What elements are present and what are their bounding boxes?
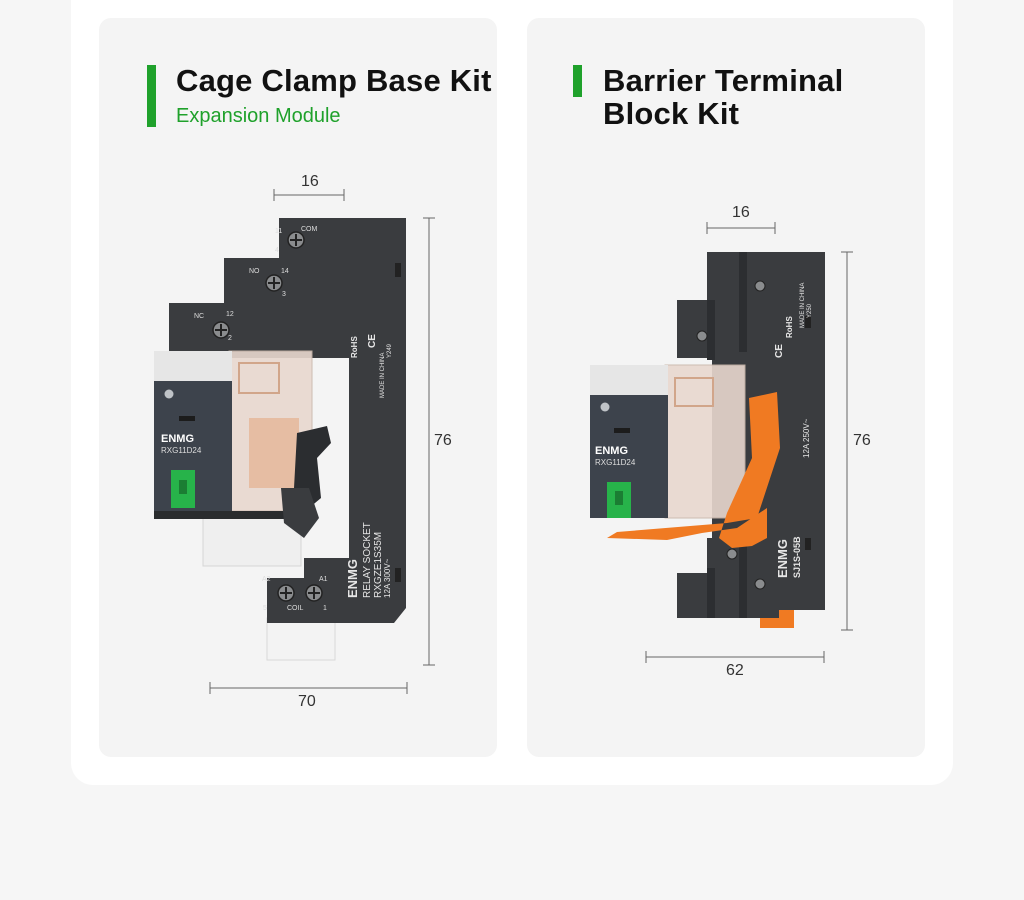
terminal-label-nc: NC <box>194 313 204 320</box>
relay-brand: ENMG <box>161 433 194 445</box>
dimension-label-height: 76 <box>434 432 452 449</box>
dimension-label-bottom: 62 <box>726 662 744 679</box>
retaining-lever <box>607 392 780 548</box>
relay-model: RXG11D24 <box>595 458 636 467</box>
product-card-cage-clamp: Cage Clamp Base Kit Expansion Module <box>99 18 497 757</box>
base-code: Y250 <box>807 303 813 318</box>
terminal-label-1: 1 <box>323 605 327 612</box>
dimension-label-height: 76 <box>853 432 871 449</box>
terminal-label-a1: A1 <box>319 576 328 583</box>
base-brand: ENMG <box>775 539 790 578</box>
base-ce-mark: CE <box>367 334 378 348</box>
base-origin: MADE IN CHINA <box>380 353 386 398</box>
relay-clear-cover <box>664 364 746 519</box>
dimension-line-height <box>423 217 435 666</box>
dimension-line-height <box>841 251 853 631</box>
base-rating: 12A 250V~ <box>802 418 811 458</box>
dimension-line-bottom <box>209 682 408 694</box>
product-card-barrier-terminal: Barrier Terminal Block Kit <box>527 18 925 757</box>
base-model: RXGZE1S35M <box>373 532 384 598</box>
screw-terminals <box>696 280 766 590</box>
dimension-line-top <box>706 222 776 234</box>
relay-cage-clamp-illustration: 11 COM 4 NO 14 3 NC 12 2 A2 A1 5 COIL 1 … <box>154 189 435 694</box>
retaining-lever <box>294 426 331 508</box>
terminal-label-5: 5 <box>263 605 267 612</box>
bottom-release-tab <box>266 617 336 661</box>
base-ce-mark: CE <box>774 344 785 358</box>
base-model: SJ1S-05B <box>792 536 802 578</box>
product-title-line-1: Barrier Terminal <box>603 63 844 98</box>
relay-barrier-terminal-illustration: ENMG SJ1S-05B 12A 250V~ MADE IN CHINA Y2… <box>590 222 853 663</box>
title-accent-bar <box>147 65 156 127</box>
relay-model: RXG11D24 <box>161 446 202 455</box>
screw-terminals <box>212 231 323 602</box>
dimension-label-top: 16 <box>732 204 750 221</box>
terminal-label-11: 11 <box>275 228 282 235</box>
product-title: Cage Clamp Base Kit <box>176 63 492 98</box>
base-code: Y249 <box>387 343 393 358</box>
base-origin: MADE IN CHINA <box>800 283 806 328</box>
terminal-label-no: NO <box>249 268 260 275</box>
expansion-module-block <box>202 517 302 567</box>
dimension-label-top: 16 <box>301 173 319 190</box>
title-accent-bar <box>573 65 582 97</box>
relay-brand: ENMG <box>595 445 628 457</box>
dimension-line-top <box>273 189 345 201</box>
product-title-line-2: Block Kit <box>603 96 740 131</box>
base-brand: ENMG <box>345 559 360 598</box>
terminal-label-a2: A2 <box>262 576 271 583</box>
base-rating: 12A 300V~ <box>383 558 392 598</box>
terminal-label-12: 12 <box>226 311 234 318</box>
dimension-line-bottom <box>645 651 825 663</box>
terminal-label-com: COM <box>301 226 318 233</box>
terminal-label-4: 4 <box>275 247 279 254</box>
terminal-label-3: 3 <box>282 291 286 298</box>
terminal-label-coil: COIL <box>287 605 303 612</box>
base-rohs-mark: RoHS <box>350 336 359 358</box>
socket-base-housing <box>169 218 406 623</box>
dimension-label-bottom: 70 <box>298 693 316 710</box>
terminal-label-14: 14 <box>281 268 289 275</box>
terminal-label-2: 2 <box>228 335 232 342</box>
base-name: RELAY SOCKET <box>362 522 373 598</box>
product-subtitle: Expansion Module <box>176 105 341 127</box>
base-rohs-mark: RoHS <box>785 316 794 338</box>
